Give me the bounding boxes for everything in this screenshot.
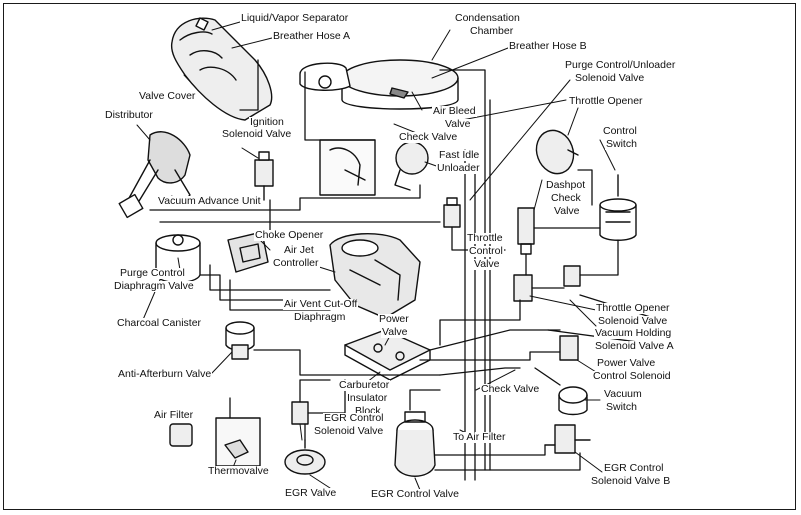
label-dashpot-check-2: Check	[550, 192, 582, 204]
anti-afterburn-valve-illustration	[225, 321, 255, 360]
label-control-switch-1: Control	[602, 125, 638, 137]
label-air-filter: Air Filter	[153, 409, 195, 421]
carburetor-illustration	[319, 139, 429, 319]
egr-solenoid-b-illustration	[544, 424, 591, 454]
power-valve-solenoid-illustration	[559, 335, 579, 361]
label-breather-hose-b: Breather Hose B	[508, 40, 588, 52]
label-purge-control-unloader-1: Purge Control/Unloader	[564, 59, 677, 71]
label-distributor: Distributor	[104, 109, 154, 121]
label-egr-control-solenoid-b-1: EGR Control	[603, 462, 665, 474]
label-purge-control-unloader-2: Solenoid Valve	[574, 72, 646, 84]
label-vacuum-holding-2: Solenoid Valve A	[594, 340, 675, 352]
label-purge-control-diaphragm-1: Purge Control	[119, 267, 186, 279]
label-to-air-filter: To Air Filter	[452, 431, 507, 443]
label-carb-insulator-1: Carburetor	[338, 379, 391, 391]
vacuum-switch-illustration	[558, 386, 588, 416]
label-breather-hose-a: Breather Hose A	[272, 30, 352, 42]
label-air-vent-cutoff-2: Diaphragm	[293, 311, 347, 323]
label-throttle-opener-solenoid-1: Throttle Opener	[595, 302, 671, 314]
label-dashpot-check-1: Dashpot	[545, 179, 587, 191]
label-throttle-control-3: Valve	[473, 258, 501, 270]
label-throttle-opener-solenoid-2: Solenoid Valve	[597, 315, 669, 327]
air-cleaner-illustration	[299, 59, 459, 110]
label-throttle-control-1: Throttle	[466, 232, 504, 244]
control-switch-illustration	[599, 174, 637, 241]
thermovalve-illustration	[215, 417, 261, 467]
label-check-valve-top: Check Valve	[398, 131, 459, 143]
label-ignition-solenoid-1: Ignition	[249, 116, 285, 128]
label-condensation-chamber-2: Chamber	[469, 25, 515, 37]
label-liquid-vapor-separator: Liquid/Vapor Separator	[240, 12, 350, 24]
label-purge-control-diaphragm-2: Diaphragm Valve	[113, 280, 195, 292]
label-throttle-opener: Throttle Opener	[568, 95, 644, 107]
label-vacuum-holding-1: Vacuum Holding	[594, 327, 673, 339]
label-power-valve-1: Power	[378, 313, 410, 325]
ignition-solenoid-illustration	[254, 151, 274, 201]
label-egr-control-solenoid-b-2: Solenoid Valve B	[590, 475, 672, 487]
leader-lines	[136, 21, 616, 491]
label-vacuum-advance-unit: Vacuum Advance Unit	[157, 195, 262, 207]
label-carb-insulator-3: Block	[354, 405, 382, 417]
valve-cover-illustration	[170, 17, 273, 121]
label-vacuum-switch-1: Vacuum	[603, 388, 643, 400]
label-egr-control-solenoid-1: EGR Control	[323, 412, 385, 424]
label-choke-opener: Choke Opener	[254, 229, 325, 241]
label-throttle-control-2: Control	[468, 245, 504, 257]
label-air-vent-cutoff-1: Air Vent Cut-Off	[283, 298, 359, 310]
throttle-opener-illustration	[535, 129, 579, 175]
label-vacuum-switch-2: Switch	[605, 401, 638, 413]
label-check-valve-mid: Check Valve	[480, 383, 541, 395]
label-fast-idle-1: Fast Idle	[438, 149, 481, 161]
throttle-control-valve-illustration	[517, 207, 535, 255]
distributor-illustration	[118, 131, 191, 219]
egr-control-valve-illustration	[394, 411, 436, 477]
throttle-opener-solenoid-illustration	[513, 265, 581, 302]
label-charcoal-canister: Charcoal Canister	[116, 317, 203, 329]
air-filter-illustration	[169, 423, 193, 447]
label-air-jet-controller-1: Air Jet	[283, 244, 315, 256]
label-egr-control-solenoid-2: Solenoid Valve	[313, 425, 385, 437]
air-jet-controller-illustration	[227, 231, 269, 273]
hose-routing	[149, 59, 661, 481]
label-power-valve-control-2: Control Solenoid	[592, 370, 672, 382]
label-condensation-chamber-1: Condensation	[454, 12, 521, 24]
label-dashpot-check-3: Valve	[553, 205, 581, 217]
label-control-switch-2: Switch	[605, 138, 638, 150]
label-power-valve-2: Valve	[381, 326, 409, 338]
label-air-bleed-valve-1: Air Bleed	[432, 105, 477, 117]
label-fast-idle-2: Unloader	[436, 162, 481, 174]
egr-control-solenoid-illustration	[291, 401, 309, 425]
egr-valve-illustration	[284, 439, 326, 475]
purge-control-solenoid-illustration	[443, 197, 461, 228]
label-air-jet-controller-2: Controller	[272, 257, 320, 269]
label-thermovalve: Thermovalve	[207, 465, 270, 477]
label-egr-control-valve: EGR Control Valve	[370, 488, 460, 500]
label-anti-afterburn-valve: Anti-Afterburn Valve	[117, 368, 213, 380]
label-air-bleed-valve-2: Valve	[444, 118, 472, 130]
diagram-border	[3, 3, 796, 510]
label-power-valve-control-1: Power Valve	[596, 357, 657, 369]
label-carb-insulator-2: Insulator	[346, 392, 389, 404]
label-egr-valve: EGR Valve	[284, 487, 338, 499]
label-ignition-solenoid-2: Solenoid Valve	[221, 128, 293, 140]
label-valve-cover: Valve Cover	[138, 90, 197, 102]
